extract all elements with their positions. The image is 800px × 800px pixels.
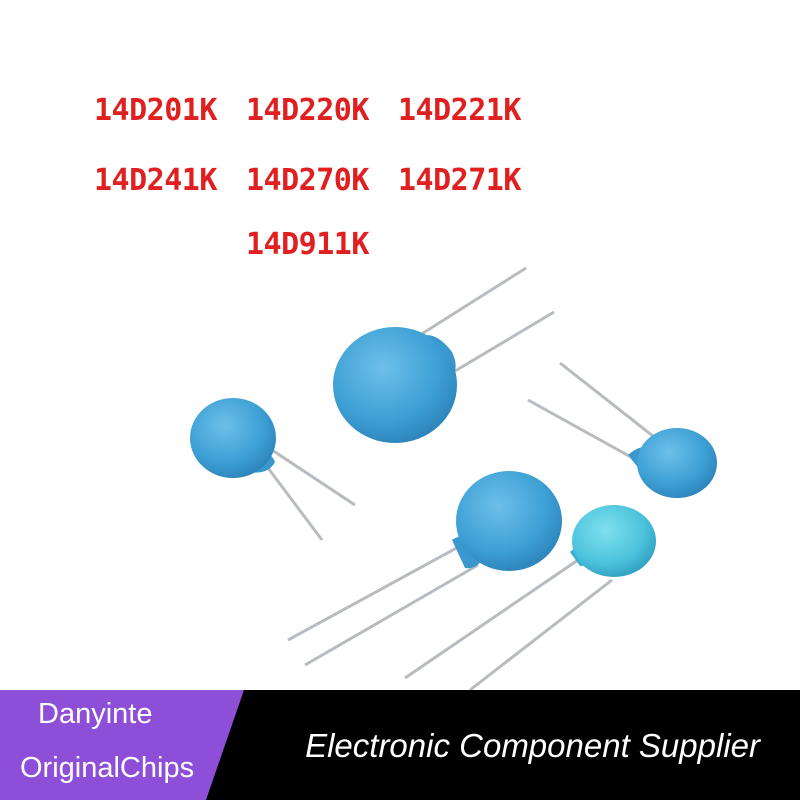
varistor-product-image xyxy=(190,266,717,690)
brand-name: Danyinte xyxy=(38,698,153,730)
brand-subtitle: OriginalChips xyxy=(20,752,195,784)
varistor-left xyxy=(190,398,356,541)
varistor-top-center xyxy=(333,266,555,443)
varistor-bottom-center xyxy=(287,471,562,667)
part-number-label: 14D201K xyxy=(94,93,217,128)
brand-tagline: Electronic Component Supplier xyxy=(305,727,760,764)
part-number-label: 14D271K xyxy=(398,163,521,198)
varistor-bottom-right xyxy=(404,505,656,690)
part-number-label: 14D270K xyxy=(246,163,369,198)
brand-banner: Danyinte OriginalChips Electronic Compon… xyxy=(0,690,800,800)
part-number-label: 14D241K xyxy=(94,163,217,198)
part-number-label: 14D221K xyxy=(398,93,521,128)
part-number-label: 14D911K xyxy=(246,227,369,262)
part-number-label: 14D220K xyxy=(246,93,369,128)
varistor-right xyxy=(527,361,717,498)
